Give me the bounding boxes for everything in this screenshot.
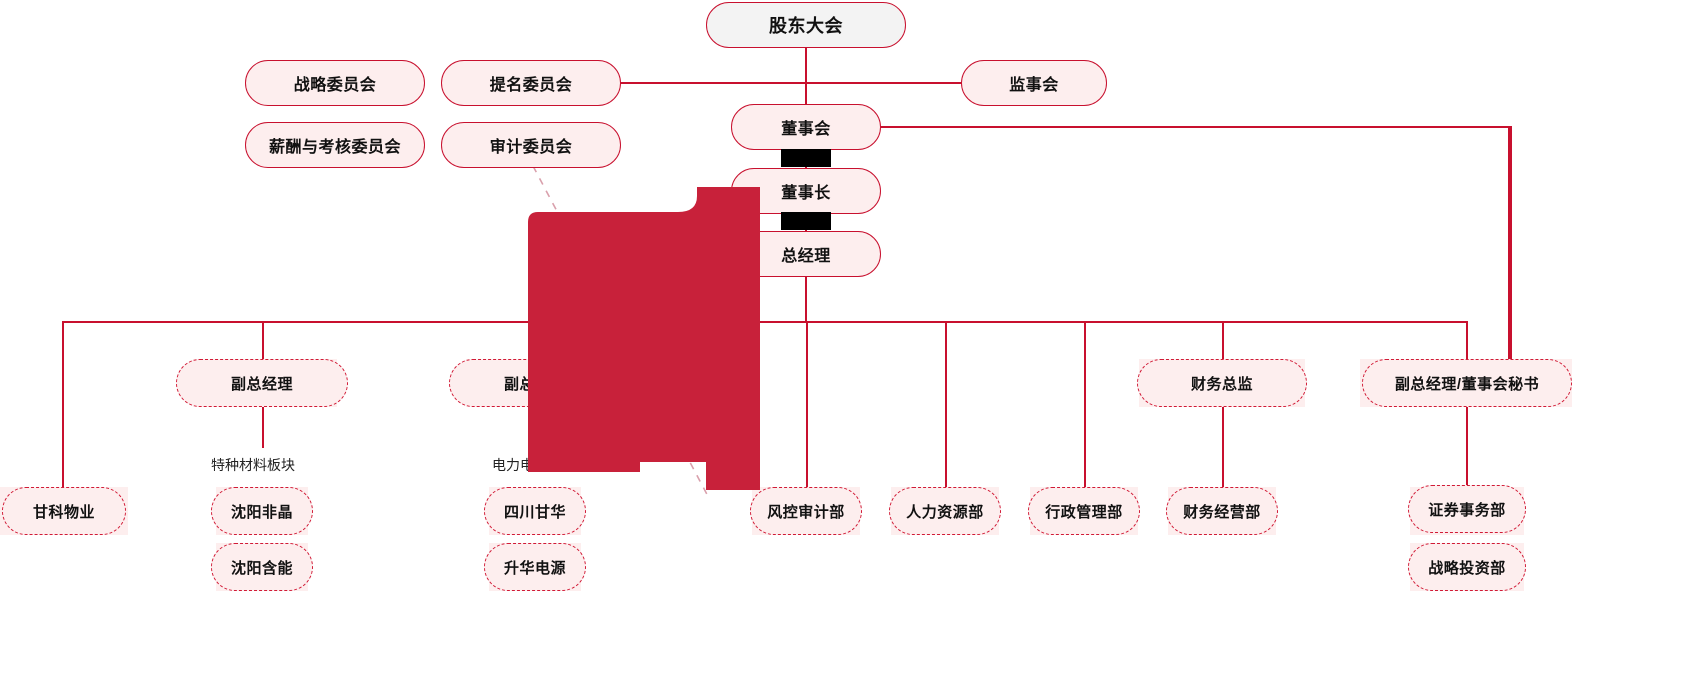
node-label: 沈阳含能	[230, 559, 293, 577]
node-label: 财务经营部	[1183, 503, 1261, 521]
connector-secretary-securities	[1466, 406, 1468, 508]
node-securities-dept[interactable]: 证券事务部	[1408, 485, 1526, 533]
node-label: 股东大会	[769, 16, 843, 36]
connector-drop-cfo	[1222, 321, 1224, 361]
node-label: 副总经理	[503, 375, 566, 393]
connector-drop-risk-audit	[806, 321, 808, 511]
node-label: 证券事务部	[1428, 501, 1506, 519]
node-shareholders-meeting[interactable]: 股东大会	[706, 2, 906, 48]
node-label: 审计委员会	[489, 139, 573, 156]
node-supervisory-board[interactable]: 监事会	[961, 60, 1107, 106]
connector-committee-bar	[618, 82, 966, 84]
node-vice-general-manager-2[interactable]: 副总经理	[449, 359, 621, 407]
node-strategic-investment-dept[interactable]: 战略投资部	[1408, 543, 1526, 591]
node-sichuan-ganhua[interactable]: 四川甘华	[484, 487, 586, 535]
node-finance-dept[interactable]: 财务经营部	[1166, 487, 1278, 535]
node-label: 人力资源部	[906, 503, 984, 521]
node-label: 薪酬与考核委员会	[268, 139, 401, 156]
node-label: 风控审计部	[767, 503, 845, 521]
node-board-of-directors[interactable]: 董事会	[731, 104, 881, 150]
caption-power-electronics: 电力电子板块	[492, 457, 576, 473]
node-label: 四川甘华	[503, 503, 566, 521]
connector-right-rail	[1508, 126, 1512, 376]
node-label: 董事长	[781, 185, 831, 202]
node-shenghua-power[interactable]: 升华电源	[484, 543, 586, 591]
node-label: 战略委员会	[293, 77, 377, 94]
node-label: 沈阳非晶	[230, 503, 293, 521]
node-cfo[interactable]: 财务总监	[1137, 359, 1307, 407]
node-remuneration-committee[interactable]: 薪酬与考核委员会	[245, 122, 425, 168]
node-vice-general-manager-1[interactable]: 副总经理	[176, 359, 348, 407]
node-label: 监事会	[1009, 77, 1059, 94]
connector-drop-vgm-secretary	[1466, 321, 1468, 361]
node-label: 财务总监	[1190, 375, 1253, 393]
connector-board-right	[880, 126, 1512, 129]
connector-drop-hr	[945, 321, 947, 511]
connector-root-stem	[805, 48, 807, 106]
node-label: 董事会	[781, 121, 831, 138]
node-risk-audit-dept[interactable]: 风控审计部	[750, 487, 862, 535]
connector-drop-admin	[1084, 321, 1086, 511]
node-vice-gm-board-secretary[interactable]: 副总经理/董事会秘书	[1362, 359, 1572, 407]
node-label: 战略投资部	[1428, 559, 1506, 577]
node-shenyang-hanneng[interactable]: 沈阳含能	[211, 543, 313, 591]
black-block-board-chairman	[781, 149, 831, 167]
node-label: 提名委员会	[489, 77, 573, 94]
node-admin-dept[interactable]: 行政管理部	[1028, 487, 1140, 535]
connector-drop-ganke	[62, 321, 64, 511]
connector-cfo-finance	[1222, 406, 1224, 511]
node-label: 总经理	[781, 248, 831, 265]
caption-special-materials: 特种材料板块	[211, 457, 295, 473]
node-label: 副总经理/董事会秘书	[1394, 375, 1540, 393]
node-nomination-committee[interactable]: 提名委员会	[441, 60, 621, 106]
connector-gm-stem	[805, 276, 807, 322]
node-audit-committee[interactable]: 审计委员会	[441, 122, 621, 168]
black-block-chairman-gm	[781, 212, 831, 230]
node-chairman[interactable]: 董事长	[731, 168, 881, 214]
connector-vgm1-segment	[262, 406, 264, 448]
node-label: 甘科物业	[32, 503, 95, 521]
node-strategy-committee[interactable]: 战略委员会	[245, 60, 425, 106]
node-label: 升华电源	[503, 559, 566, 577]
node-ganke-property[interactable]: 甘科物业	[2, 487, 126, 535]
connector-drop-vgm1	[262, 321, 264, 361]
node-hr-dept[interactable]: 人力资源部	[889, 487, 1001, 535]
node-label: 副总经理	[230, 375, 293, 393]
node-shenyang-feijing[interactable]: 沈阳非晶	[211, 487, 313, 535]
connector-management-bus	[62, 321, 1467, 323]
node-general-manager[interactable]: 总经理	[731, 231, 881, 277]
node-label: 行政管理部	[1045, 503, 1123, 521]
